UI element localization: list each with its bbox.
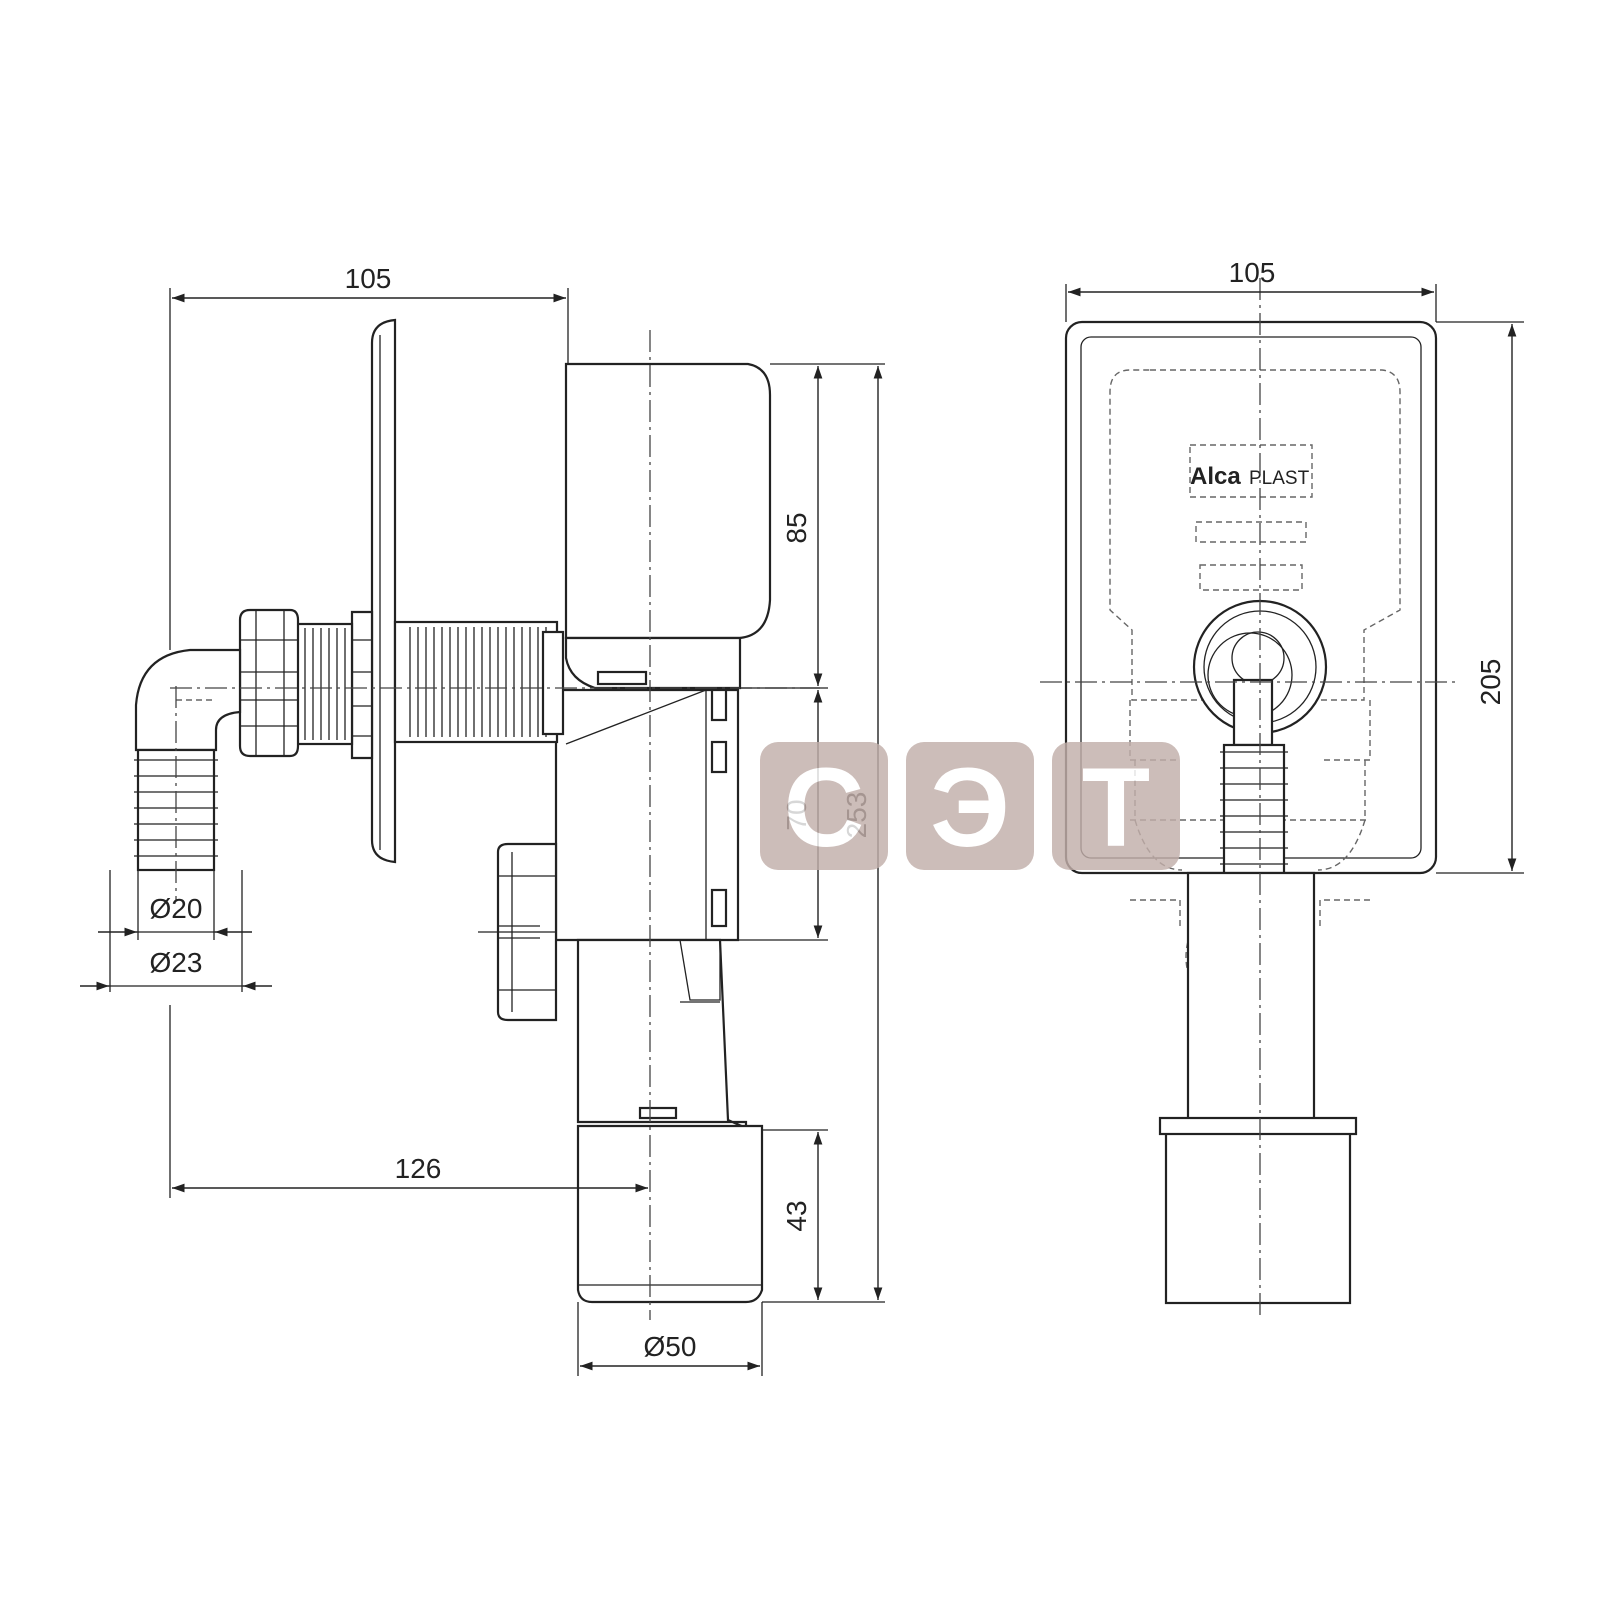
dim-height-lower: 43 bbox=[781, 1200, 812, 1231]
side-view: 105 85 70 43 253 Ø20 Ø23 126 Ø50 bbox=[80, 263, 885, 1376]
wall-plate bbox=[370, 318, 397, 864]
dim-hose-inner: Ø20 bbox=[150, 893, 203, 924]
dim-front-height: 205 bbox=[1475, 659, 1506, 706]
dim-offset: 126 bbox=[395, 1153, 442, 1184]
dim-hose-outer: Ø23 bbox=[150, 947, 203, 978]
watermark-tile-3 bbox=[1052, 742, 1180, 870]
thread-lines bbox=[409, 627, 547, 737]
lower-body bbox=[576, 938, 748, 1130]
front-outlet-pipe bbox=[1164, 1123, 1352, 1305]
front-hose-connector bbox=[1220, 678, 1288, 875]
watermark-letter-1: С bbox=[784, 745, 865, 870]
watermark-letter-2: Э bbox=[930, 745, 1010, 870]
union-nut bbox=[238, 608, 300, 758]
dim-side-width: 105 bbox=[345, 263, 392, 294]
watermark-letter-3: Т bbox=[1082, 745, 1150, 870]
watermark: С Э Т bbox=[760, 742, 1180, 870]
watermark-tile-1 bbox=[760, 742, 888, 870]
dim-height-upper: 85 bbox=[781, 512, 812, 543]
front-view: Alca PLAST 105 205 bbox=[1040, 257, 1524, 1320]
upper-housing bbox=[564, 362, 772, 640]
middle-body bbox=[554, 688, 740, 942]
dim-outlet: Ø50 bbox=[644, 1331, 697, 1362]
brand-logo-plast: PLAST bbox=[1249, 468, 1310, 489]
valve-cap bbox=[564, 636, 742, 690]
threaded-inlet bbox=[393, 620, 559, 744]
outlet-pipe bbox=[576, 1124, 764, 1304]
dim-front-width: 105 bbox=[1229, 257, 1276, 288]
front-outlet-neck bbox=[1186, 871, 1316, 1125]
watermark-tile-2 bbox=[906, 742, 1034, 870]
brand-logo-alca: Alca bbox=[1190, 463, 1241, 490]
